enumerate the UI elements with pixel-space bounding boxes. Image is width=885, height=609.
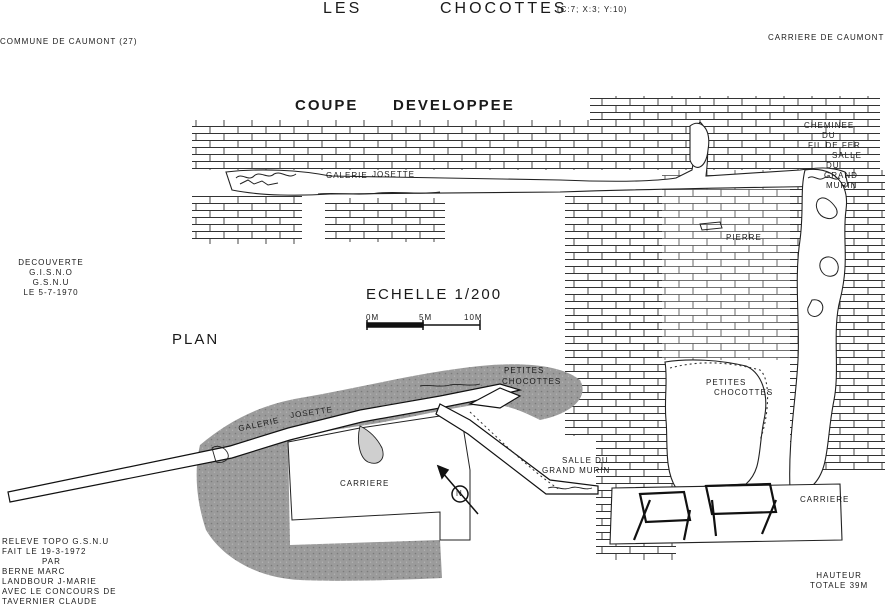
discovery-line1: DECOUVERTE xyxy=(18,258,84,267)
discovery-line3: G.S.N.U xyxy=(32,278,70,287)
cheminee-du-label: DU xyxy=(822,131,836,140)
scale-tick-0: 0M xyxy=(366,313,380,322)
section-dotted-outline xyxy=(669,362,769,441)
credits-block: RELEVE TOPO G.S.N.U FAIT LE 19-3-1972 PA… xyxy=(2,537,116,607)
title-cave-name: CHOCOTTES xyxy=(440,0,568,17)
plan-petites-label: PETITES xyxy=(504,366,545,375)
credits-line5: LANDBOUR J-MARIE xyxy=(2,577,97,586)
salle-du-label: DU xyxy=(826,161,840,170)
plan-grand-murin-label: GRAND MURIN xyxy=(542,466,611,475)
credits-line3: PAR xyxy=(42,557,61,566)
scale-title: ECHELLE 1/200 xyxy=(366,286,503,303)
credits-line6: AVEC LE CONCOURS DE xyxy=(2,587,117,596)
commune-label: COMMUNE DE CAUMONT (27) xyxy=(0,37,138,46)
section-josette-label: JOSETTE xyxy=(372,170,416,179)
title-les: LES xyxy=(323,0,363,17)
plan-dotted-route xyxy=(469,411,561,491)
carriere-header-label: CARRIERE DE CAUMONT xyxy=(768,33,885,42)
credits-line7: TAVERNIER CLAUDE xyxy=(2,597,98,606)
cheminee-label: CHEMINEE xyxy=(804,121,855,130)
plan-carriere-label: CARRIERE xyxy=(340,479,390,488)
height-line1: HAUTEUR xyxy=(816,571,862,580)
scale-tick-10: 10M xyxy=(464,313,483,322)
discovery-line4: LE 5-7-1970 xyxy=(23,288,79,297)
credits-line2: FAIT LE 19-3-1972 xyxy=(2,547,87,556)
plan-rubble xyxy=(211,383,593,490)
plan-gallery xyxy=(7,383,599,503)
title-coords: (C:7; X:3; Y:10) xyxy=(557,5,628,14)
plan-chocottes-label: CHOCOTTES xyxy=(502,377,562,386)
section-frames xyxy=(632,482,778,541)
north-letter: N xyxy=(456,489,463,498)
murin-label: MURIN xyxy=(826,181,858,190)
fil-de-fer-label: FIL DE FER xyxy=(808,141,861,150)
grand-label: GRAND xyxy=(824,171,858,180)
north-arrow-icon xyxy=(436,464,479,515)
plan-stipple-areas xyxy=(196,364,583,581)
salle-label: SALLE xyxy=(832,151,862,160)
plan-salle-label: SALLE DU xyxy=(562,456,609,465)
section-petites-label: PETITES xyxy=(706,378,747,387)
section-title-developpee: DEVELOPPEE xyxy=(393,97,515,114)
discovery-line2: G.I.S.N.O xyxy=(29,268,73,277)
credits-line1: RELEVE TOPO G.S.N.U xyxy=(2,537,110,546)
section-title-coupe: COUPE xyxy=(295,97,359,114)
plan-title: PLAN xyxy=(172,331,220,348)
section-rubble xyxy=(235,172,841,317)
scale-tick-5: 5M xyxy=(419,313,433,322)
section-galerie-label: GALERIE xyxy=(326,171,368,180)
height-line2: TOTALE 39M xyxy=(810,581,869,590)
credits-line4: BERNE MARC xyxy=(2,567,66,576)
pierre-label: PIERRE xyxy=(726,233,762,242)
height-block: HAUTEUR TOTALE 39M xyxy=(810,571,868,591)
scale-bar xyxy=(366,320,481,330)
section-carriere-label: CARRIERE xyxy=(800,495,850,504)
discovery-block: DECOUVERTE G.I.S.N.O G.S.N.U LE 5-7-1970 xyxy=(18,258,84,298)
section-chocottes-label: CHOCOTTES xyxy=(714,388,774,397)
